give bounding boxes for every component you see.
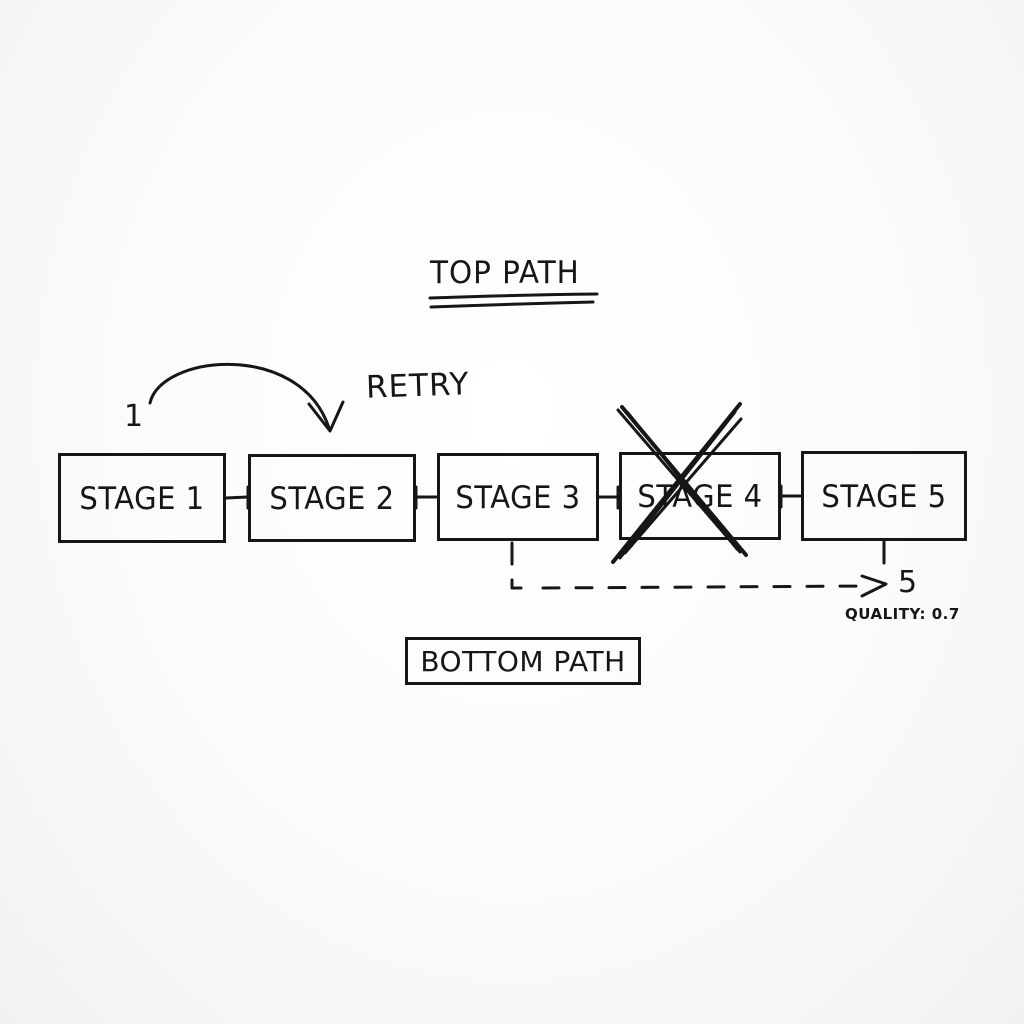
- stage-5-label: STAGE 5: [821, 477, 947, 515]
- stage-4-box[interactable]: STAGE 4: [619, 452, 781, 540]
- bypass-target-number: 5: [898, 565, 918, 600]
- bottom-path-text: BOTTOM PATH: [420, 644, 626, 678]
- top-path-title: TOP PATH: [430, 255, 580, 291]
- stage-1-box[interactable]: STAGE 1: [58, 453, 226, 543]
- stage-1-label: STAGE 1: [79, 479, 205, 517]
- stage-3-box[interactable]: STAGE 3: [437, 453, 599, 541]
- stage-2-label: STAGE 2: [269, 479, 395, 517]
- quality-annotation: QUALITY: 0.7: [845, 605, 960, 623]
- stage-3-label: STAGE 3: [455, 478, 581, 516]
- stage-2-box[interactable]: STAGE 2: [248, 454, 416, 542]
- bottom-path-label: BOTTOM PATH: [405, 637, 641, 685]
- retry-source-number: 1: [124, 399, 144, 434]
- stage-5-box[interactable]: STAGE 5: [801, 451, 967, 541]
